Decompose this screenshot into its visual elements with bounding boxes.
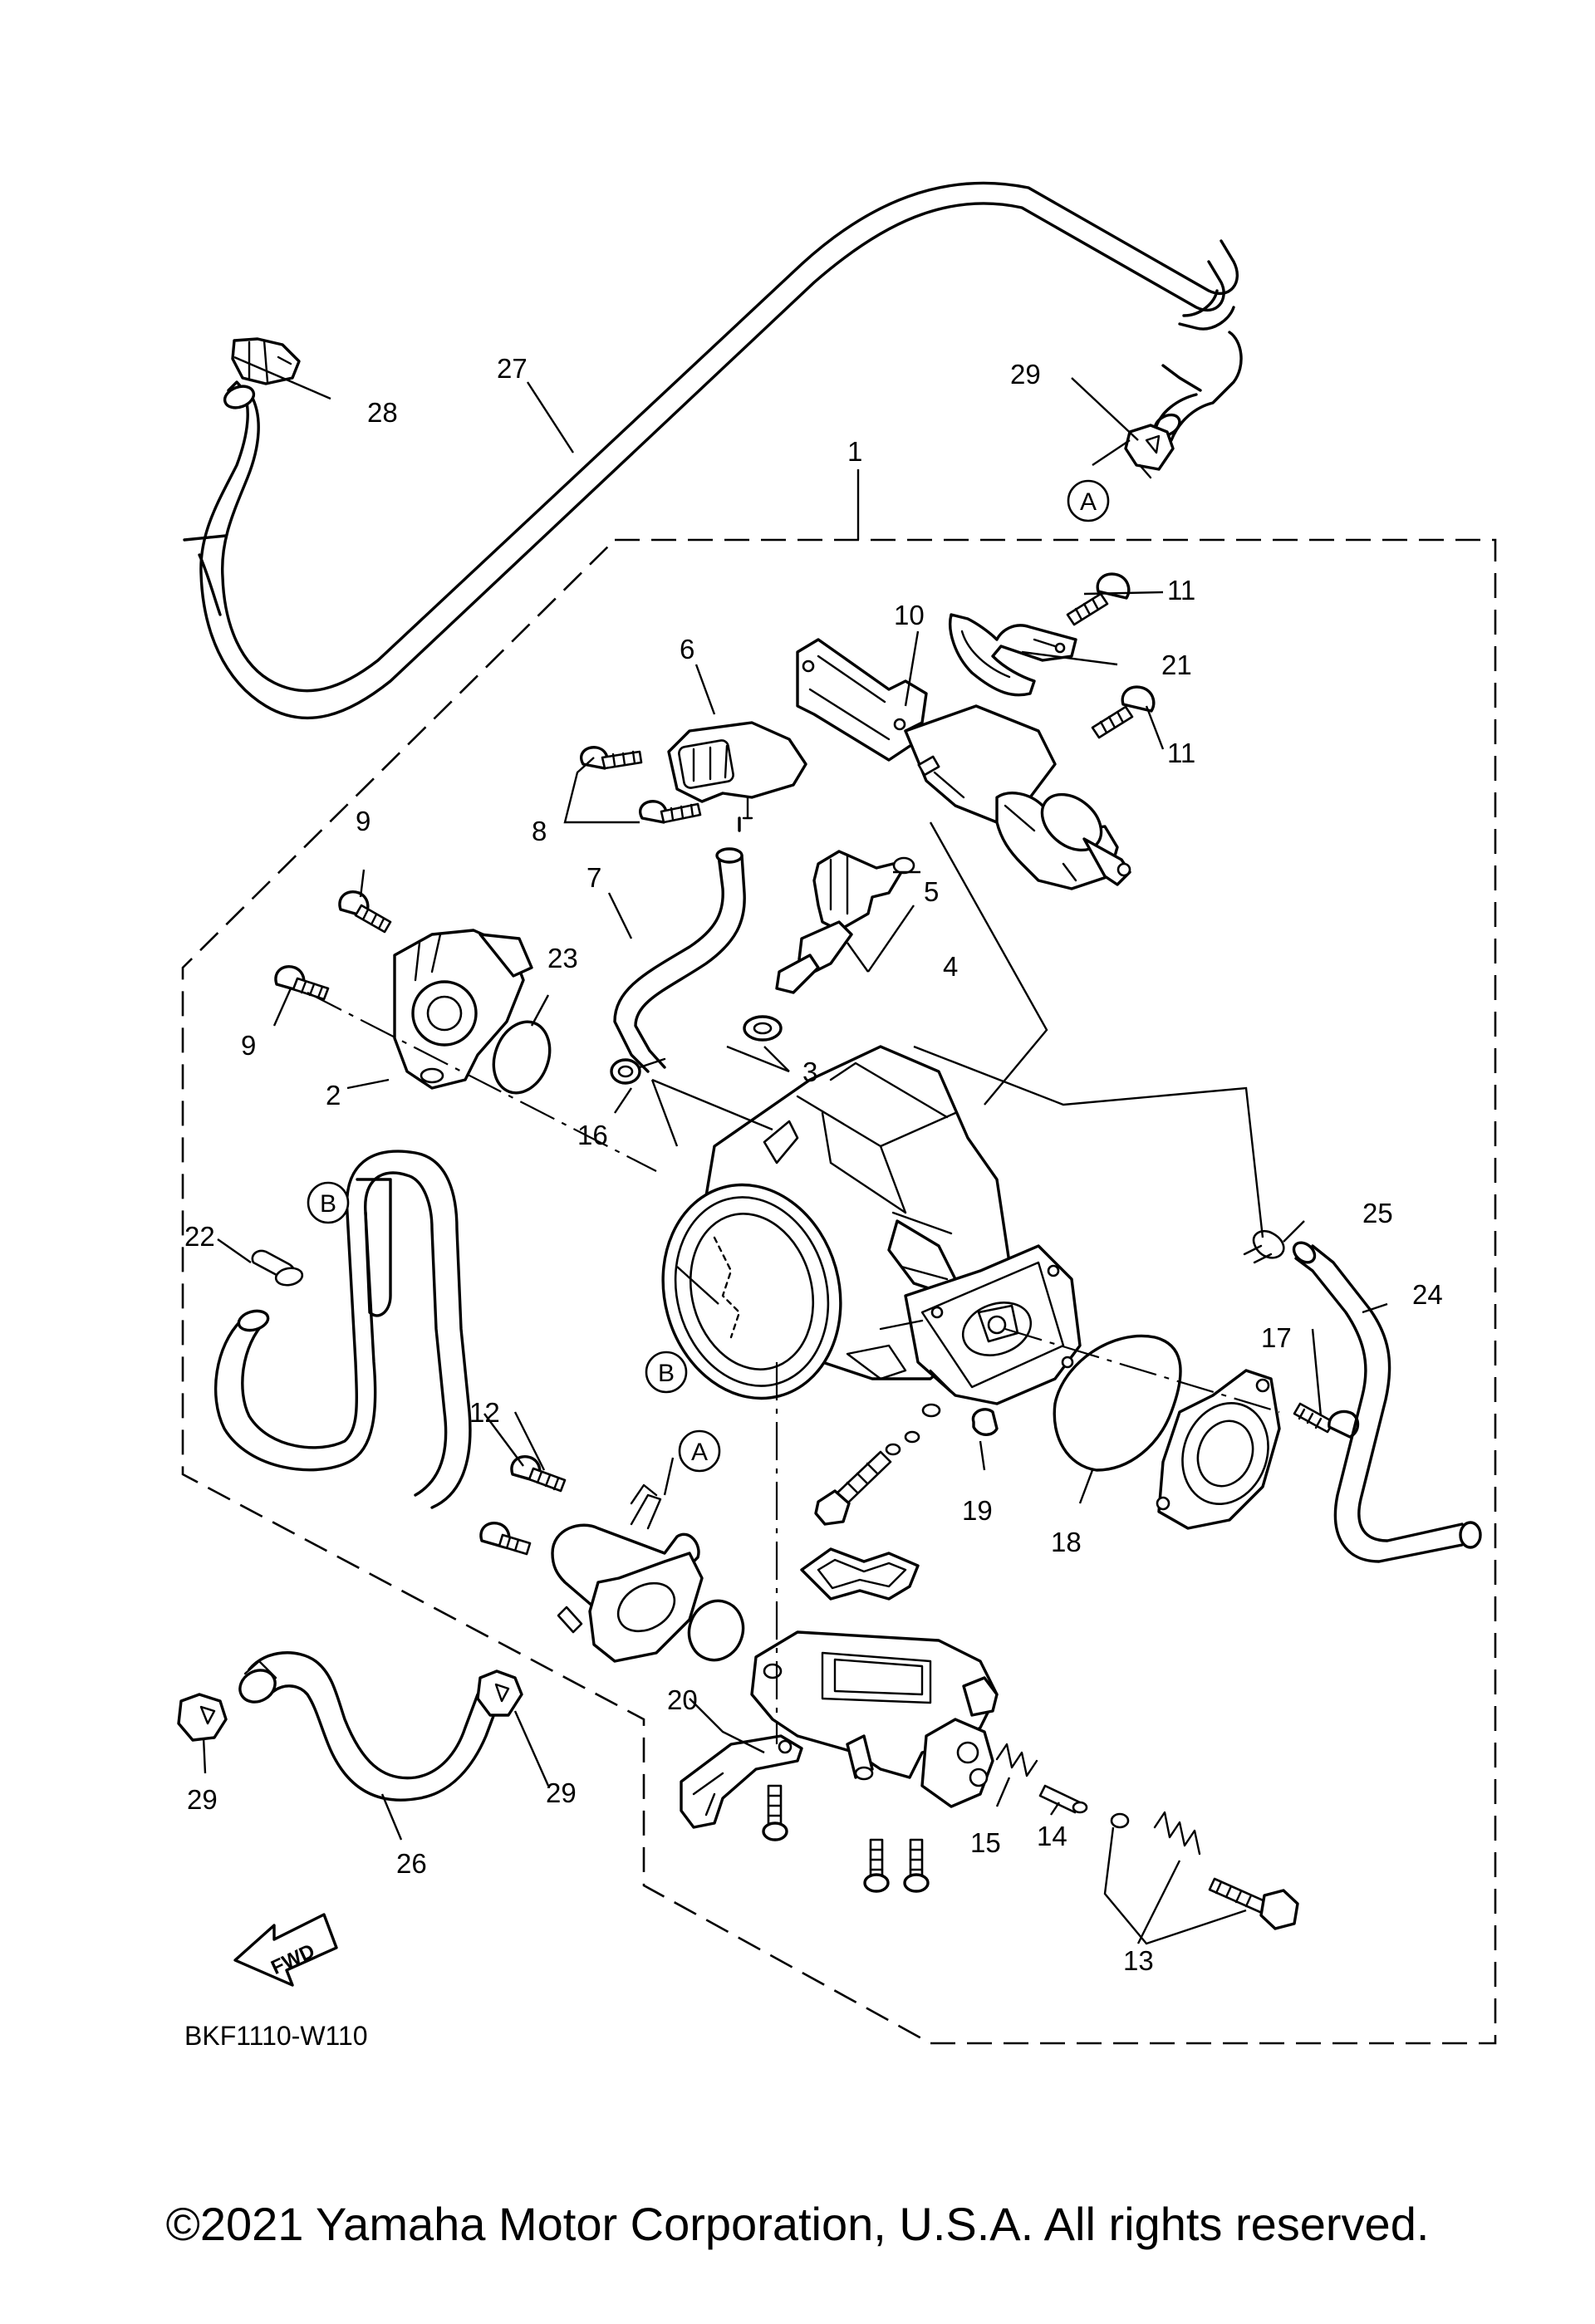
lower-body [750,1630,999,1808]
throttle-cable-guide [551,1483,704,1663]
clip-28 [231,337,301,385]
screws-12 [479,1455,567,1556]
spring-15 [995,1743,1038,1777]
screws-bottom [762,1784,930,1893]
bolt-and-orings [814,1403,941,1526]
callout-9-top: 9 [356,806,371,836]
callout-16: 16 [577,1120,608,1150]
callout-labels: 1 2 3 4 5 6 7 8 9 9 10 11 11 12 13 14 15… [184,353,1443,1976]
hose-26 [238,1651,500,1802]
callout-23: 23 [547,943,578,973]
idle-speed-actuator [904,704,1131,890]
callout-20: 20 [667,1684,698,1715]
hose-7 [613,847,746,1073]
screw-11-mid [1091,685,1156,739]
callout-4: 4 [943,951,958,982]
reference-a-mid: A [691,1439,708,1466]
callout-11-mid: 11 [1167,738,1195,768]
idle-screw-13 [1110,1811,1299,1930]
callout-28: 28 [367,397,398,428]
callout-11-top: 11 [1167,575,1195,606]
fwd-arrow-icon: FWD [233,1913,338,1987]
lower-gasket [800,1547,920,1601]
callout-2: 2 [326,1080,341,1111]
callout-27: 27 [497,353,528,384]
callout-22: 22 [184,1221,215,1252]
callout-26: 26 [396,1848,427,1879]
drawing-code: BKF1110-W110 [184,2021,368,2051]
screws-8 [580,746,702,824]
plug-19 [971,1408,999,1436]
sensor-6 [667,721,807,832]
bracket-21 [949,613,1077,697]
reference-b-left: B [320,1190,336,1218]
screw-9-left [274,965,330,1001]
screw-11-top [1066,572,1131,626]
callout-15: 15 [970,1827,1001,1858]
callout-9-left: 9 [241,1030,256,1061]
o-ring-round [687,1599,745,1662]
callout-25: 25 [1362,1198,1393,1228]
callout-18: 18 [1051,1527,1082,1557]
gasket-18 [1053,1334,1182,1472]
callout-29-top: 29 [1010,359,1041,390]
nut-16 [610,1058,641,1085]
hose-loop-left [213,1150,472,1509]
callout-14: 14 [1037,1821,1067,1851]
cover-plate [1156,1369,1281,1530]
callout-12: 12 [469,1397,500,1428]
clip-25 [1243,1229,1285,1264]
clip-29-left [177,1693,228,1742]
callout-21: 21 [1161,650,1192,680]
callout-3: 3 [802,1057,817,1087]
screw-17 [1293,1402,1360,1439]
reference-b-body: B [658,1360,675,1387]
hose-24 [1292,1241,1482,1563]
throttle-body [661,1045,1082,1405]
callout-13: 13 [1123,1945,1154,1976]
bracket-20 [680,1734,803,1829]
reference-a-top: A [1080,488,1097,516]
callout-10: 10 [894,600,925,630]
hose-27 [183,181,1243,720]
callout-17: 17 [1261,1322,1292,1353]
leader-lines [202,355,1388,1945]
pin-14 [1038,1784,1088,1814]
callout-5: 5 [924,876,939,907]
callout-8: 8 [532,816,547,846]
callout-1: 1 [847,436,862,467]
callout-29-left: 29 [187,1784,218,1815]
clip-29-top [1124,424,1175,479]
axis-line-cover [1004,1327,1280,1414]
injector-4 [743,850,915,1042]
throttle-position-sensor-2 [393,929,533,1090]
reference-markers: A A B B [307,479,1110,1473]
screw-9-top [338,890,392,934]
copyright-notice: ©2021 Yamaha Motor Corporation, U.S.A. A… [165,2198,1430,2250]
bracket-10 [796,638,928,762]
callout-24: 24 [1412,1279,1443,1310]
axis-line-tps [307,992,657,1172]
callout-6: 6 [680,634,694,664]
assembly-boundary [181,538,1497,2045]
clip-29-right [476,1669,523,1717]
callout-19: 19 [962,1495,993,1526]
clip-22 [251,1249,304,1287]
callout-7: 7 [586,862,601,893]
callout-29-right: 29 [546,1777,577,1808]
